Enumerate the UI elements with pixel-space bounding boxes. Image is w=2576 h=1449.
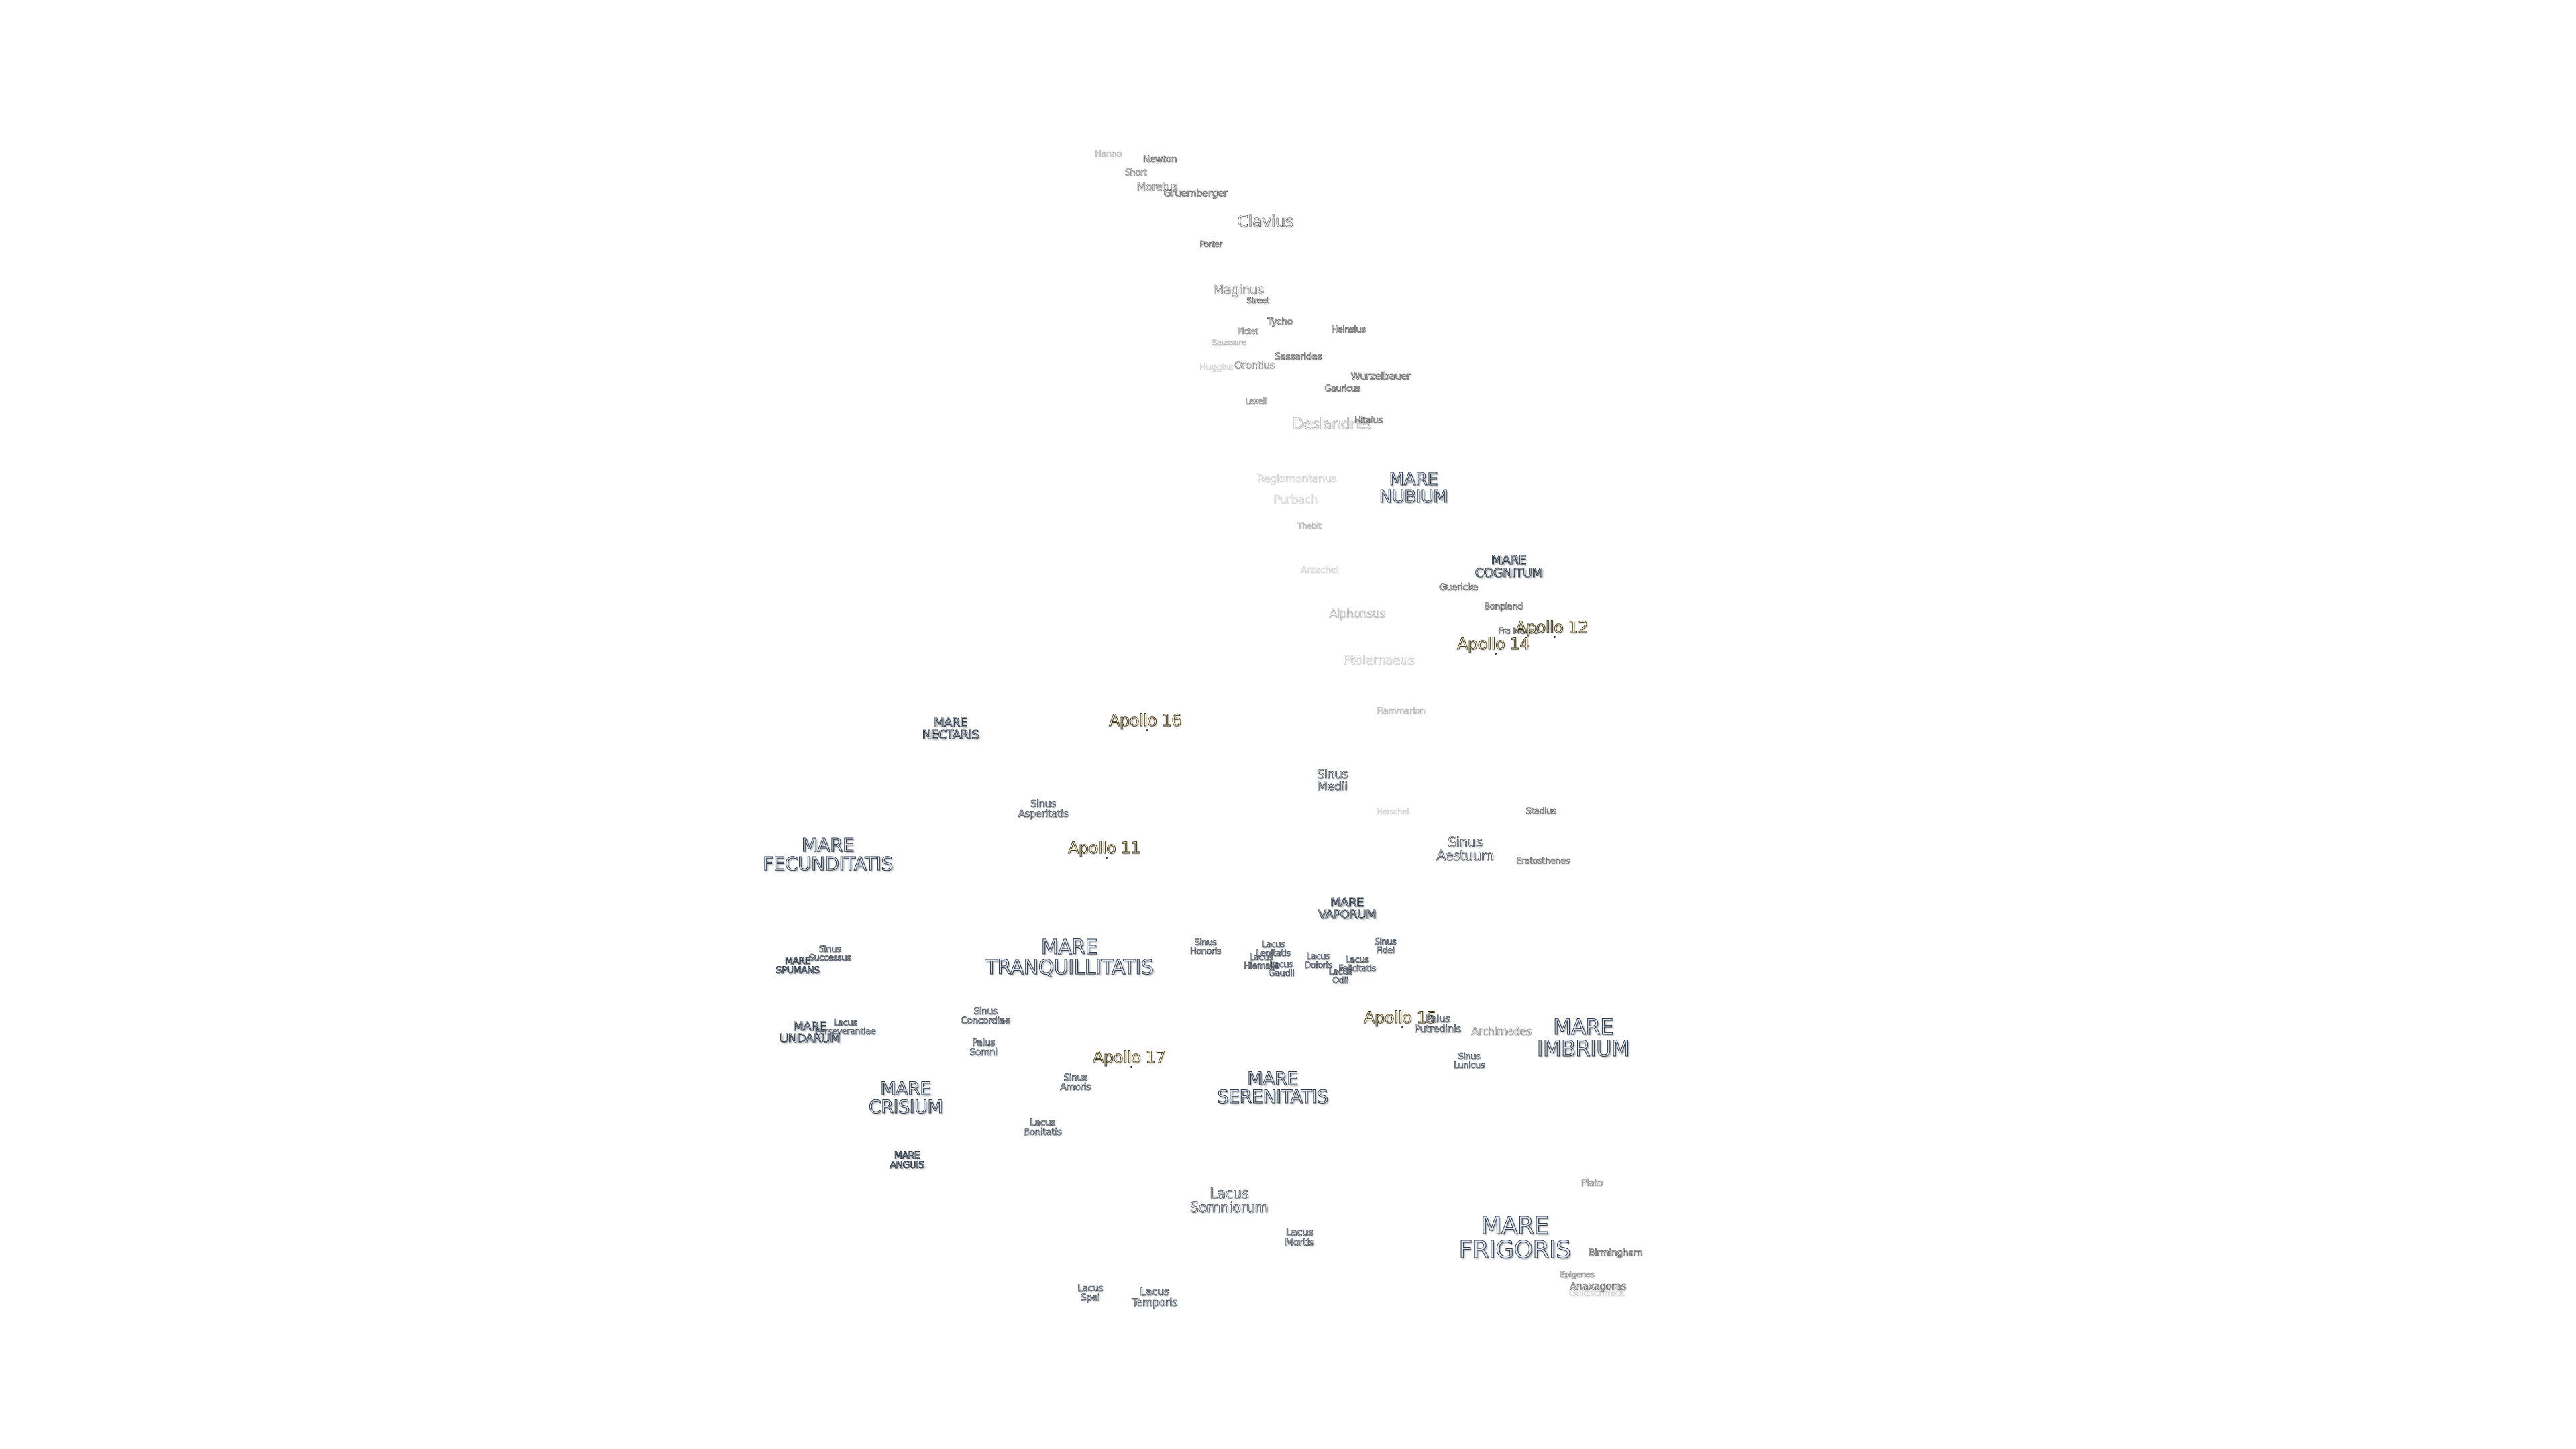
feature-label-lacus-felicitatis: Lacus Felicitatis — [1338, 955, 1377, 974]
feature-label-lacus-lenitatis: Lacus Lenitatis — [1256, 940, 1291, 959]
crater-label-saussure: Saussure — [1212, 338, 1246, 347]
crater-label-alphonsus: Alphonsus — [1329, 607, 1385, 621]
mare-label-undarum: MARE UNDARUM — [779, 1020, 841, 1046]
crater-label-street: Street — [1246, 296, 1270, 305]
crater-label-goldschmidt: Goldschmidt — [1568, 1288, 1625, 1299]
mare-label-spumans: MARE SPUMANS — [775, 956, 820, 976]
landing-label-apollo-17: Apollo 17 — [1092, 1048, 1166, 1067]
crater-label-archimedes: Archimedes — [1471, 1025, 1532, 1038]
feature-label-sinus-honoris: Sinus Honoris — [1189, 938, 1222, 957]
mare-label-nubium: MARE NUBIUM — [1379, 470, 1448, 507]
crater-label-maginus: Maginus — [1213, 282, 1265, 298]
crater-label-ptolemaeus: Ptolemaeus — [1342, 653, 1415, 668]
feature-label-lacus-hiemalis: Lacus Hiemalis — [1243, 953, 1279, 971]
crater-label-bonpland: Bonpland — [1484, 602, 1523, 612]
mare-label-imbrium: MARE IMBRIUM — [1536, 1014, 1630, 1061]
feature-label-sinus-amoris: Sinus Amoris — [1060, 1073, 1091, 1093]
landing-site-apollo-17-marker — [1130, 1066, 1132, 1068]
crater-label-short: Short — [1124, 168, 1148, 178]
crater-label-orontius: Orontius — [1234, 359, 1275, 372]
landing-label-apollo-12: Apollo 12 — [1515, 618, 1589, 637]
crater-label-fra-mauro: Fra Mauro — [1498, 626, 1539, 637]
crater-label-hitalus: Hitalus — [1354, 415, 1383, 426]
crater-label-newton: Newton — [1142, 154, 1177, 165]
crater-label-deslandres: Deslandres — [1292, 416, 1372, 433]
crater-label-herschel: Herschel — [1376, 807, 1409, 816]
landing-label-apollo-16: Apollo 16 — [1108, 711, 1182, 730]
mare-label-anguis: MARE ANGUIS — [890, 1150, 925, 1171]
feature-label-lacus-bonitatis: Lacus Bonitatis — [1023, 1118, 1062, 1138]
crater-label-sasserides: Sasserides — [1274, 352, 1322, 362]
feature-label-lacus-doloris: Lacus Doloris — [1304, 952, 1333, 971]
landing-label-apollo-15: Apollo 15 — [1363, 1008, 1437, 1027]
crater-label-flammarion: Flammarion — [1376, 706, 1426, 717]
feature-label-sinus-medii: Sinus Medii — [1316, 767, 1348, 794]
landing-site-apollo-14-marker — [1495, 653, 1497, 655]
feature-label-lacus-odii: Lacus Odii — [1328, 967, 1352, 986]
landing-site-apollo-15-marker — [1401, 1026, 1403, 1028]
mare-label-nectaris: MARE NECTARIS — [922, 716, 979, 742]
crater-label-clavius: Clavius — [1237, 212, 1293, 231]
landing-site-apollo-11-marker — [1106, 857, 1108, 859]
mare-label-vaporum: MARE VAPORUM — [1318, 896, 1377, 922]
crater-label-stadius: Stadius — [1525, 806, 1556, 817]
crater-label-gruemberger: Gruemberger — [1163, 186, 1228, 199]
crater-label-eratosthenes: Eratosthenes — [1516, 856, 1570, 867]
crater-label-plato: Plato — [1580, 1178, 1603, 1189]
crater-label-regiomontanus: Regiomontanus — [1256, 472, 1337, 485]
feature-label-lacus-perseverantiae: Lacus Perseverantiae — [814, 1018, 876, 1037]
crater-label-thebit: Thebit — [1297, 521, 1322, 531]
mare-label-frigoris: MARE FRIGORIS — [1458, 1212, 1572, 1264]
mare-label-cognitum: MARE COGNITUM — [1474, 553, 1543, 580]
crater-label-epigenes: Epigenes — [1560, 1270, 1595, 1279]
feature-label-lacus-somniorum: Lacus Somniorum — [1189, 1185, 1269, 1216]
crater-label-guericke: Guericke — [1439, 582, 1479, 593]
crater-label-pictet: Pictet — [1237, 327, 1258, 336]
crater-label-tycho: Tycho — [1267, 317, 1293, 327]
feature-label-palus-putredinis: Palus Putredinis — [1414, 1013, 1462, 1035]
feature-label-sinus-fidei: Sinus Fidei — [1374, 937, 1397, 956]
feature-label-sinus-concordiae: Sinus Concordiae — [961, 1006, 1011, 1026]
feature-label-lacus-temporis: Lacus Temporis — [1132, 1285, 1178, 1309]
crater-label-arzachel: Arzachel — [1300, 565, 1339, 576]
landing-site-apollo-16-marker — [1146, 729, 1148, 731]
landing-site-apollo-12-marker — [1554, 636, 1556, 638]
feature-label-sinus-aestuum: Sinus Aestuum — [1436, 834, 1494, 863]
feature-label-lacus-gaudii: Lacus Gaudii — [1268, 960, 1295, 979]
crater-label-lexell: Lexell — [1245, 396, 1267, 406]
feature-label-sinus-lunicus: Sinus Lunicus — [1454, 1052, 1485, 1071]
crater-label-wurzelbauer: Wurzelbauer — [1350, 370, 1411, 382]
feature-label-lacus-mortis: Lacus Mortis — [1285, 1226, 1314, 1248]
crater-label-hanno: Hanno — [1095, 149, 1122, 160]
feature-label-lacus-spei: Lacus Spei — [1077, 1283, 1104, 1303]
feature-label-sinus-successus: Sinus Successus — [808, 945, 851, 963]
crater-label-gauricus: Gauricus — [1324, 384, 1361, 394]
mare-label-serenitatis: MARE SERENITATIS — [1217, 1069, 1329, 1108]
feature-label-palus-somni: Palus Somni — [969, 1038, 998, 1058]
landing-label-apollo-11: Apollo 11 — [1067, 839, 1141, 857]
crater-label-huggins: Huggins — [1199, 362, 1234, 373]
mare-label-tranquillitatis: MARE TRANQUILLITATIS — [985, 936, 1154, 979]
feature-label-sinus-asperitatis: Sinus Asperitatis — [1018, 798, 1069, 820]
mare-label-crisium: MARE CRISIUM — [868, 1079, 943, 1118]
crater-label-purbach: Purbach — [1273, 493, 1318, 507]
landing-label-apollo-14: Apollo 14 — [1456, 635, 1530, 653]
crater-label-birmingham: Birmingham — [1588, 1248, 1643, 1258]
crater-label-anaxagoras: Anaxagoras — [1570, 1280, 1627, 1293]
crater-label-porter: Porter — [1199, 239, 1222, 249]
crater-label-moretus: Moretus — [1136, 180, 1178, 193]
crater-label-heinsius: Heinsius — [1331, 325, 1366, 335]
mare-label-fecunditatis: MARE FECUNDITATIS — [763, 834, 894, 875]
